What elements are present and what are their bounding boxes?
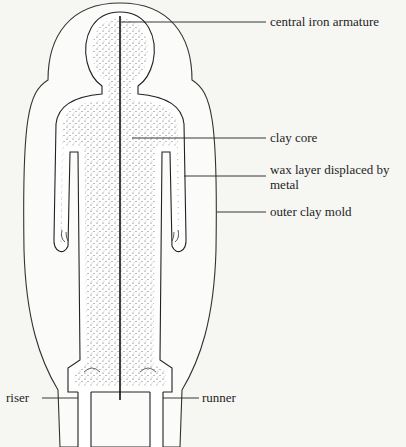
part-label: outer clay mold	[270, 204, 404, 219]
iron-armature	[119, 16, 121, 400]
part-label: central iron armature	[270, 14, 404, 29]
outer-clay-mold	[24, 3, 217, 447]
channel-label: runner	[202, 390, 262, 405]
part-label: clay core	[270, 130, 404, 145]
leader-lines	[42, 22, 266, 398]
channel-label: riser	[6, 390, 40, 405]
part-label: wax layer displaced by metal	[270, 162, 398, 192]
